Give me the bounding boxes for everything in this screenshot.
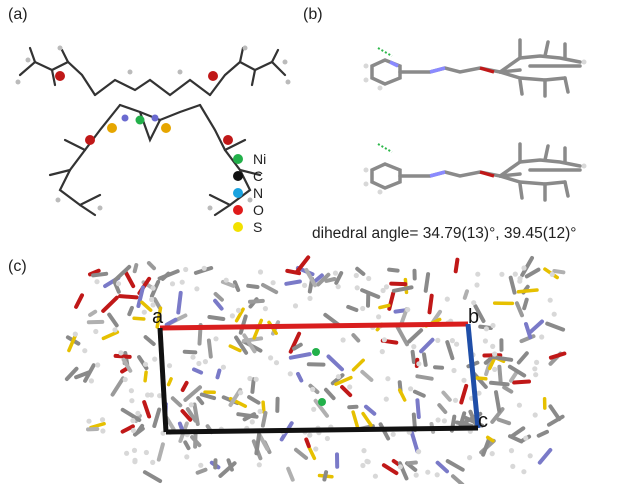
panel-a-label: (a) [8,6,28,23]
legend-s-label: S [253,219,263,235]
cell-axis-c-line [157,327,169,433]
legend-ni-label: Ni [253,151,267,167]
legend-n: N [233,184,263,202]
legend-c: C [233,167,263,185]
legend-s: S [233,218,262,236]
legend-n-dot [233,188,243,198]
legend-c-label: C [253,168,264,184]
legend-s-dot [233,222,243,232]
legend-c-dot [233,171,243,181]
panel-c-label: (c) [8,258,27,275]
cell-axis-a-line [159,321,469,331]
cell-axis-b-line [465,323,481,429]
legend-o-dot [233,205,243,215]
cell-label-a: a [152,306,164,328]
legend-ni-dot [233,154,243,164]
legend-o: O [233,201,264,219]
legend-n-label: N [253,185,264,201]
dihedral-angle-text: dihedral angle= 34.79(13)°, 39.45(12)° [312,225,577,242]
cell-edge-bottom-line [165,425,479,435]
cell-label-b: b [468,306,480,328]
cell-label-c: c [478,410,488,432]
legend-o-label: O [253,202,264,218]
legend-ni: Ni [233,150,266,168]
panel-b-label: (b) [303,6,323,23]
